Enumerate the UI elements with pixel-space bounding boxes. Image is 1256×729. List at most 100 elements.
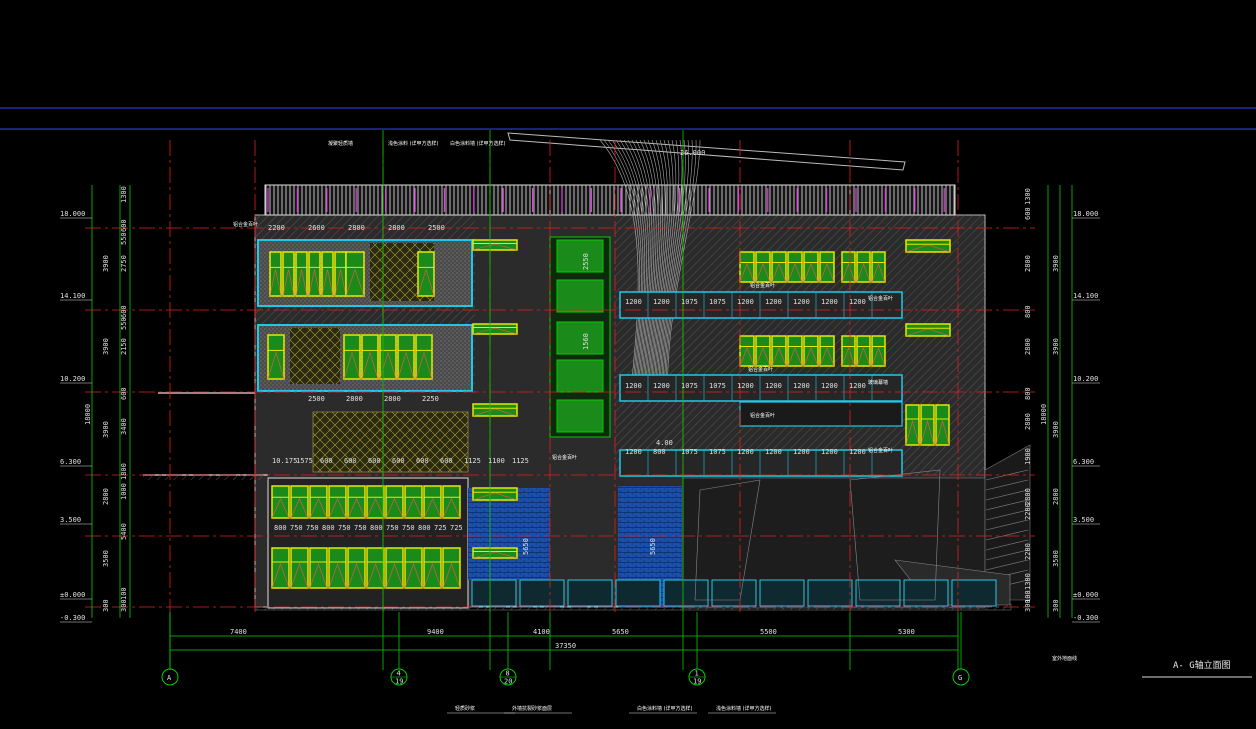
facade-dim-misc: 5650 xyxy=(522,538,530,555)
vdim-left-inner: 600 xyxy=(120,387,128,400)
band-label: 铝合金百叶 xyxy=(750,412,775,419)
arcade-glass-panel xyxy=(567,579,613,607)
canopy-strand xyxy=(664,139,693,401)
window-pane xyxy=(841,335,856,367)
window-pane xyxy=(803,251,819,283)
facade-dim-right-c: 1075 xyxy=(709,448,726,456)
window-pane xyxy=(345,251,365,297)
window-swing xyxy=(739,263,755,283)
canopy-strand xyxy=(627,139,651,401)
window-pane xyxy=(267,334,285,380)
facade-dim-misc: 4.00 xyxy=(656,439,673,447)
window-pane xyxy=(271,547,290,589)
window-pane xyxy=(347,485,366,519)
facade-dim-3f: 2250 xyxy=(422,395,439,403)
window-pane xyxy=(423,547,442,589)
window-pane xyxy=(423,485,442,519)
roof-canopy xyxy=(507,132,906,171)
facade-dim-windows: 750 xyxy=(290,524,303,532)
window-swing xyxy=(472,408,518,417)
window-pane xyxy=(755,251,771,283)
window-swing xyxy=(803,347,819,367)
window-swing xyxy=(417,268,435,297)
window-swing xyxy=(282,269,295,297)
window-swing xyxy=(819,347,835,367)
vdim-right-inner: 2200 xyxy=(1024,503,1032,520)
vdim-right-inner: 2800 xyxy=(1024,255,1032,272)
axis-bubble-sub: 19 xyxy=(395,678,403,686)
balcony-band xyxy=(619,291,903,319)
center-strip-window xyxy=(556,359,604,393)
window-pane xyxy=(935,404,950,446)
vdim-left-inner: 1000 xyxy=(120,483,128,500)
window-pane xyxy=(361,334,379,380)
window-swing xyxy=(404,563,423,589)
window-pane xyxy=(271,485,290,519)
canopy-strand xyxy=(650,139,666,401)
window-swing xyxy=(755,347,771,367)
vdim-left-inner: 1300 xyxy=(120,186,128,203)
arcade-glass-panel xyxy=(615,579,661,607)
window-pane xyxy=(472,547,518,559)
facade-dim-lower: 600 xyxy=(392,457,405,465)
vdim-right-inner: 2800 xyxy=(1024,338,1032,355)
facade-dim-windows: 800 xyxy=(322,524,335,532)
window-swing xyxy=(328,498,347,519)
canopy-strand xyxy=(659,139,683,401)
window-pane xyxy=(771,251,787,283)
facade-dim-lower: 600 xyxy=(416,457,429,465)
facade-dim-right-b: 1200 xyxy=(793,382,810,390)
facade-dim-right-a: 1200 xyxy=(625,298,642,306)
window-swing xyxy=(343,351,361,380)
band-label: 铝合金百叶 xyxy=(868,295,893,302)
facade-dim-right-a: 1200 xyxy=(793,298,810,306)
window-swing xyxy=(905,419,920,446)
hdim-segment: 5300 xyxy=(898,628,915,636)
vdim-left-mid: 3500 xyxy=(102,550,110,567)
hdim-total: 37350 xyxy=(555,642,576,650)
window-pane xyxy=(347,547,366,589)
facade-dim-right-b: 1200 xyxy=(821,382,838,390)
canopy-strand xyxy=(662,139,689,401)
arcade-glass-panel xyxy=(807,579,853,607)
facade-dim-right-b: 1075 xyxy=(709,382,726,390)
window-pane xyxy=(385,485,404,519)
window-swing xyxy=(366,563,385,589)
arcade-glass-panel xyxy=(759,579,805,607)
facade-dim-3f: 2500 xyxy=(308,395,325,403)
vdim-right-inner: 100 xyxy=(1024,590,1032,603)
facade-dim-right-c: 1200 xyxy=(737,448,754,456)
level-mark-left: 10.200 xyxy=(60,375,85,383)
facade-dim-right-c: 1200 xyxy=(625,448,642,456)
axis-bubble-label: 1 xyxy=(695,670,699,678)
facade-dim-windows: 725 xyxy=(434,524,447,532)
center-strip-windows xyxy=(556,239,604,433)
axis-bubble xyxy=(952,668,970,686)
window-pane xyxy=(856,335,871,367)
level-mark-left: 18.000 xyxy=(60,210,85,218)
window-swing xyxy=(345,268,365,297)
facade-dim-lower: 1125 xyxy=(512,457,529,465)
window-pane xyxy=(366,547,385,589)
vdim-left-inner: 2150 xyxy=(120,338,128,355)
arcade-glass-panel xyxy=(663,579,709,607)
facade-dim-4f: 2200 xyxy=(268,224,285,232)
left-3f-lattice xyxy=(290,328,340,384)
window-swing xyxy=(334,269,347,297)
canopy-strand xyxy=(615,139,646,401)
window-pane xyxy=(856,251,871,283)
facade-dim-windows: 800 xyxy=(418,524,431,532)
window-pane xyxy=(841,251,856,283)
facade-dim-misc: 5650 xyxy=(649,538,657,555)
bottom-note: 浅色涂料墙 (详甲方选样) xyxy=(716,705,772,712)
level-mark-right: 14.100 xyxy=(1073,292,1098,300)
window-pane xyxy=(472,487,518,501)
stair-tread xyxy=(985,499,1029,511)
facade-dim-misc: 1560 xyxy=(582,333,590,350)
top-note: 浅色涂料 (详甲方选样) xyxy=(388,140,439,147)
hdim-segment: 7400 xyxy=(230,628,247,636)
window-swing xyxy=(271,563,290,589)
window-pane xyxy=(309,547,328,589)
hdim-segment: 5650 xyxy=(612,628,629,636)
